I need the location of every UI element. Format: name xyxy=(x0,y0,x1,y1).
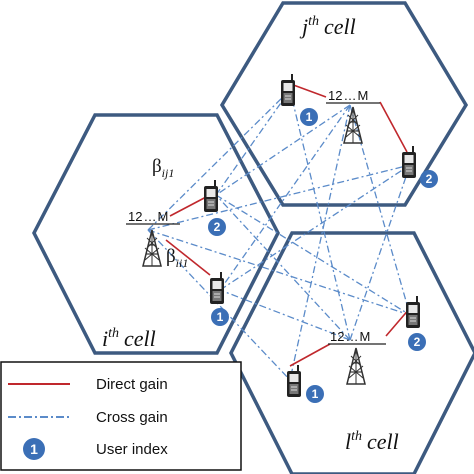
user-badge-i1: 1 xyxy=(211,308,229,326)
user-phone-j2 xyxy=(401,145,417,179)
base-station-tower-l xyxy=(346,347,366,385)
user-phone-i1 xyxy=(209,271,225,305)
svg-text:2: 2 xyxy=(426,172,433,186)
user-phone-l2 xyxy=(405,295,421,329)
user-phone-j1 xyxy=(280,73,296,107)
user-phone-l1 xyxy=(286,364,302,398)
beta-ii1-label: βii1 xyxy=(166,246,188,270)
user-badge-l2: 2 xyxy=(408,333,426,351)
user-badge-j1: 1 xyxy=(300,108,318,126)
legend-index-badge: 1 xyxy=(23,438,45,460)
legend-direct-label: Direct gain xyxy=(96,376,168,393)
hex-cell-l xyxy=(229,231,474,474)
antenna-array-l: 12…M xyxy=(328,329,386,345)
user-phone-i2 xyxy=(203,179,219,213)
svg-text:1: 1 xyxy=(306,110,313,124)
user-badge-i2: 2 xyxy=(208,218,226,236)
svg-text:12…M: 12…M xyxy=(330,329,370,344)
hex-cell-j xyxy=(219,1,469,207)
beta-ij1-label: βij1 xyxy=(152,156,174,180)
svg-text:1: 1 xyxy=(217,310,224,324)
hex-cell-i xyxy=(32,113,280,355)
legend-index-label: User index xyxy=(96,441,168,458)
svg-text:2: 2 xyxy=(414,335,421,349)
svg-text:2: 2 xyxy=(214,220,221,234)
user-badge-l1: 1 xyxy=(306,385,324,403)
user-badge-j2: 2 xyxy=(420,170,438,188)
cross-gain-lines xyxy=(147,89,411,381)
base-station-tower-i xyxy=(142,229,162,267)
svg-text:1: 1 xyxy=(30,441,38,457)
antenna-array-j: 12…M xyxy=(326,88,380,104)
legend-cross-label: Cross gain xyxy=(96,409,168,426)
svg-text:12…M: 12…M xyxy=(128,209,168,224)
legend: Direct gain Cross gain 1 User index xyxy=(0,361,242,471)
direct-gain-lines xyxy=(165,82,411,367)
svg-text:1: 1 xyxy=(312,387,319,401)
antenna-array-i: 12…M xyxy=(126,209,180,225)
svg-text:12…M: 12…M xyxy=(328,88,368,103)
